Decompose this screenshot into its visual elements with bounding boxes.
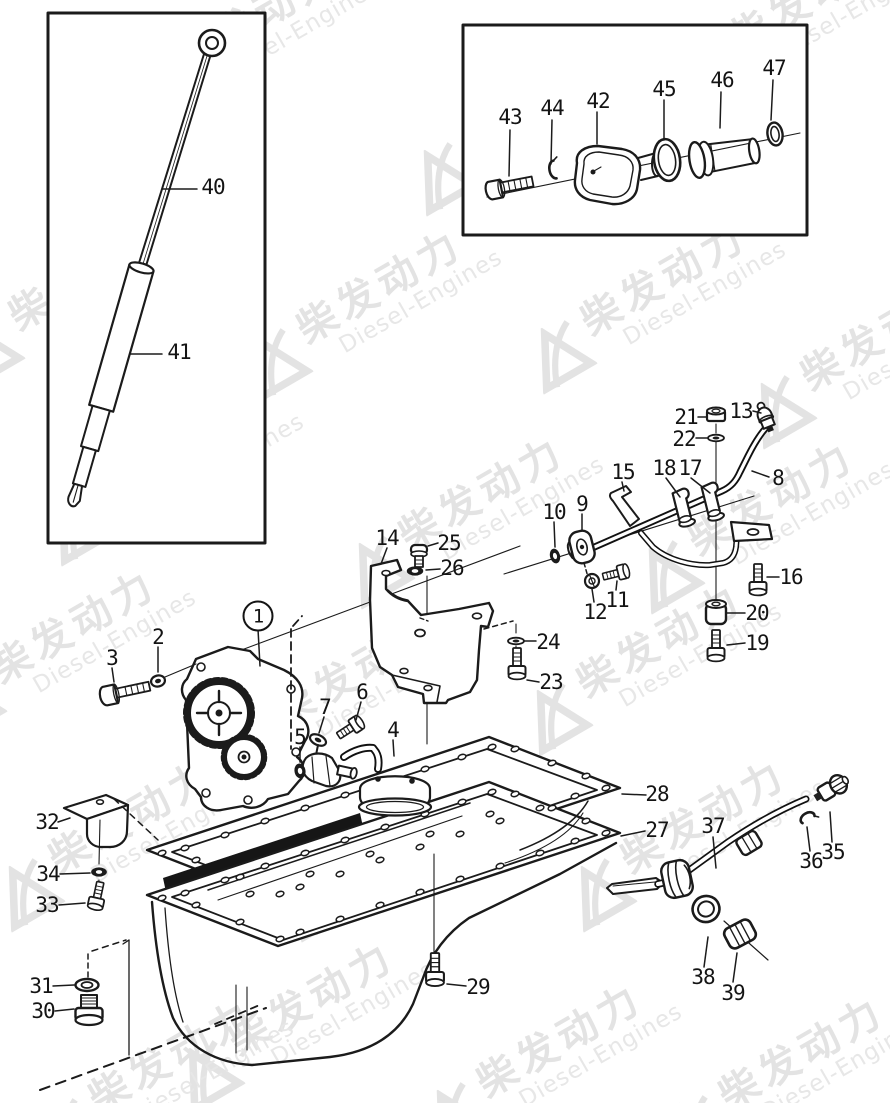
part-callout-15: 15 (611, 460, 635, 484)
watermark-logo-icon (540, 320, 599, 396)
clip-ring (799, 810, 820, 825)
part-callout-24: 24 (536, 630, 560, 654)
part-callout-27: 27 (645, 818, 669, 842)
part-callout-25: 25 (437, 531, 461, 555)
washer-10 (549, 548, 561, 564)
part-callout-26: 26 (440, 556, 464, 580)
part-callout-5: 5 (294, 725, 307, 749)
part-callout-19: 19 (745, 631, 769, 655)
part-callout-47: 47 (762, 56, 786, 80)
watermark-logo-icon (188, 1040, 247, 1103)
part-callout-45: 45 (652, 77, 676, 101)
part-oil-pipe (549, 401, 776, 663)
part-callout-36: 36 (799, 849, 823, 873)
part-callout-20: 20 (745, 601, 769, 625)
part-callout-18: 18 (652, 456, 676, 480)
bolt-43 (484, 175, 535, 201)
part-callout-34: 34 (36, 862, 60, 886)
part-callout-6: 6 (356, 680, 369, 704)
watermark-logo-icon (678, 1095, 737, 1103)
watermark-logo-icon (536, 682, 595, 758)
part-callout-31: 31 (29, 974, 53, 998)
part-callout-16: 16 (779, 565, 803, 589)
part-callout-44: 44 (540, 96, 564, 120)
part-callout-17: 17 (678, 456, 702, 480)
part-callout-23: 23 (539, 670, 563, 694)
watermark-logo-icon (8, 858, 67, 934)
part-drain-plug-30 (74, 953, 104, 1027)
tube-collar-36 (735, 829, 763, 857)
part-callout-43: 43 (498, 105, 522, 129)
part-callout-8: 8 (772, 466, 785, 490)
part-callout-1: 1 (242, 600, 274, 632)
part-callout-11: 11 (605, 588, 629, 612)
part-callout-37: 37 (701, 814, 725, 838)
part-callout-13: 13 (729, 399, 753, 423)
part-bracket-14 (368, 543, 527, 705)
part-oil-pickup (294, 575, 433, 817)
leader-lines (52, 79, 833, 1012)
part-callout-3: 3 (106, 646, 119, 670)
seal-ring-47 (766, 121, 784, 147)
clamp-18 (671, 487, 696, 528)
watermark-logo-icon (423, 142, 482, 218)
part-callout-14: 14 (375, 526, 399, 550)
part-gaskets-and-pan-flange (145, 735, 622, 948)
seal-ring-38 (691, 894, 721, 924)
part-callout-41: 41 (167, 340, 191, 364)
part-callout-22: 22 (672, 427, 696, 451)
part-callout-28: 28 (645, 782, 669, 806)
part-callout-38: 38 (691, 965, 715, 989)
part-callout-21: 21 (674, 405, 698, 429)
nut-39 (722, 918, 758, 950)
part-callout-46: 46 (710, 68, 734, 92)
part-callout-29: 29 (466, 975, 490, 999)
screw-12 (583, 572, 601, 590)
part-callout-12: 12 (583, 600, 607, 624)
spacer-20 (704, 599, 728, 626)
part-callout-32: 32 (35, 810, 59, 834)
part-callout-30: 30 (31, 999, 55, 1023)
fitting-35 (813, 774, 850, 802)
part-callout-10: 10 (542, 500, 566, 524)
part-oil-pan (39, 841, 618, 1091)
sleeve-46 (687, 137, 761, 180)
inset-plug-assembly (461, 23, 809, 237)
part-baffle-32 (62, 793, 159, 913)
part-callout-42: 42 (586, 89, 610, 113)
inset-dipstick (46, 11, 267, 545)
part-callout-35: 35 (821, 840, 845, 864)
fitting-13 (756, 401, 776, 433)
part-callout-7: 7 (319, 695, 332, 719)
watermark-logo-icon (648, 540, 707, 616)
part-callout-2: 2 (152, 625, 165, 649)
part-callout-4: 4 (387, 718, 400, 742)
part-callout-9: 9 (576, 492, 589, 516)
part-callout-33: 33 (35, 893, 59, 917)
grommet-9 (566, 529, 596, 565)
part-dipstick-tube-lower (606, 774, 850, 961)
watermark-logo-icon (436, 1082, 495, 1103)
part-callout-39: 39 (721, 981, 745, 1005)
clamp-17 (700, 481, 725, 522)
tube-grommet (660, 858, 694, 900)
part-callout-40: 40 (201, 175, 225, 199)
